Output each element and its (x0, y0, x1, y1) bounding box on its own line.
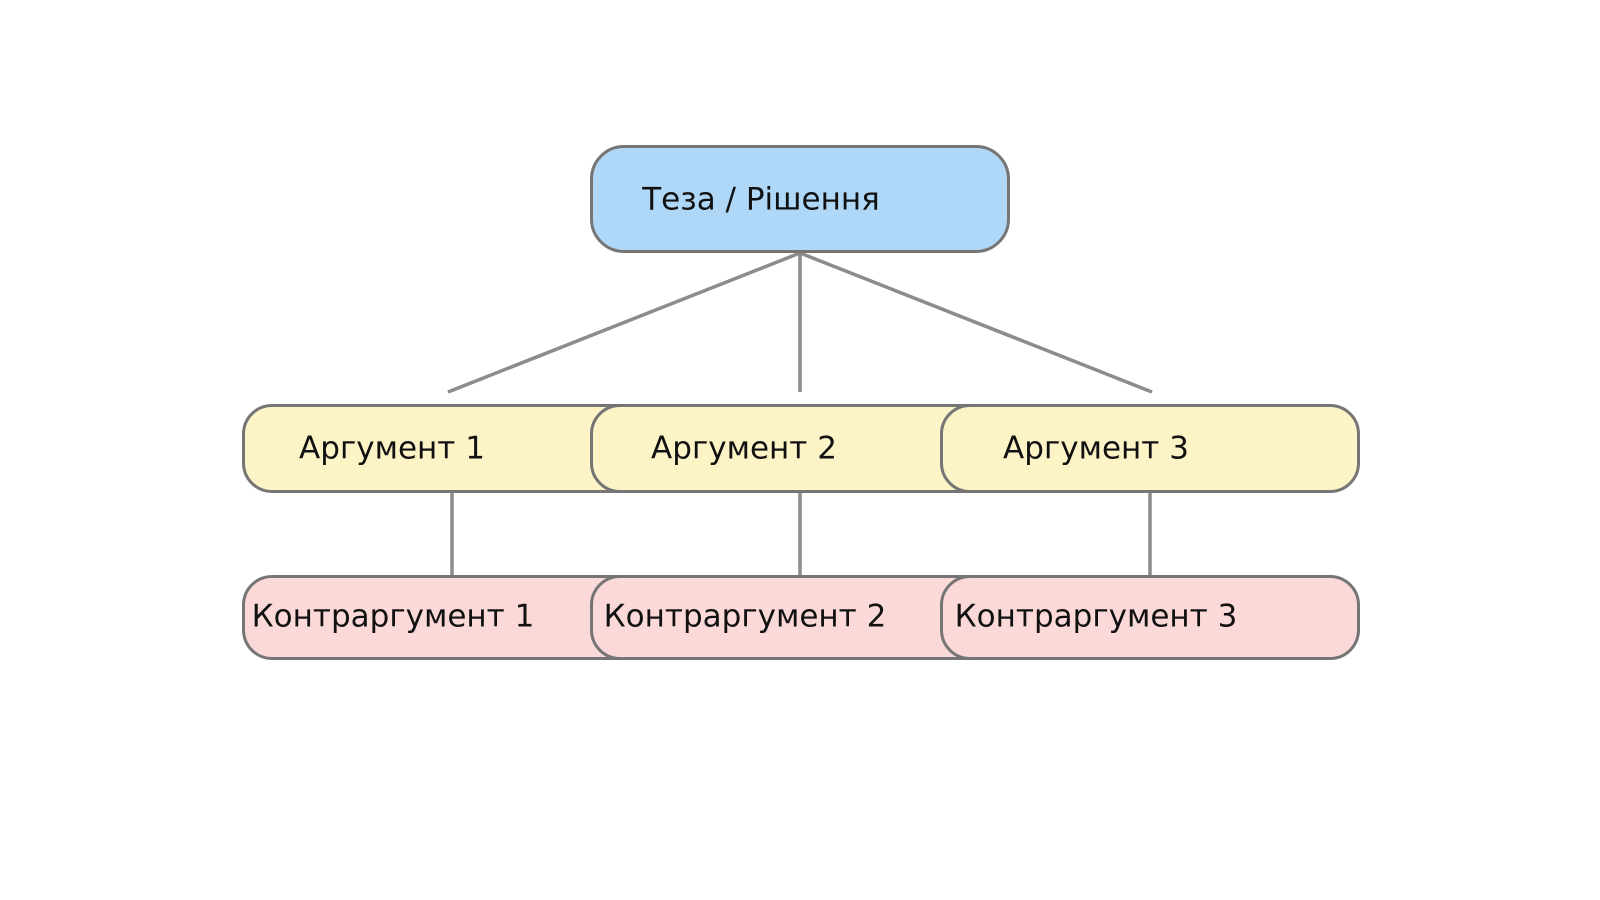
counterargument-1-node (242, 575, 662, 660)
edge-thesis-argument-3 (799, 251, 1153, 394)
thesis-label: Теза / Рішення (642, 181, 880, 218)
argument-1-label: Аргумент 1 (299, 430, 485, 467)
argument-2-label: Аргумент 2 (651, 430, 837, 467)
counterargument-3-label: Контраргумент 3 (954, 598, 1238, 635)
counterargument-1-label: Контраргумент 1 (251, 598, 535, 635)
argument-3-node (940, 404, 1360, 493)
thesis-node (590, 145, 1010, 253)
counterargument-2-label: Контраргумент 2 (603, 598, 887, 635)
edge-thesis-argument-1 (447, 251, 801, 394)
counterargument-3-node (940, 575, 1360, 660)
argument-3-label: Аргумент 3 (1003, 430, 1189, 467)
